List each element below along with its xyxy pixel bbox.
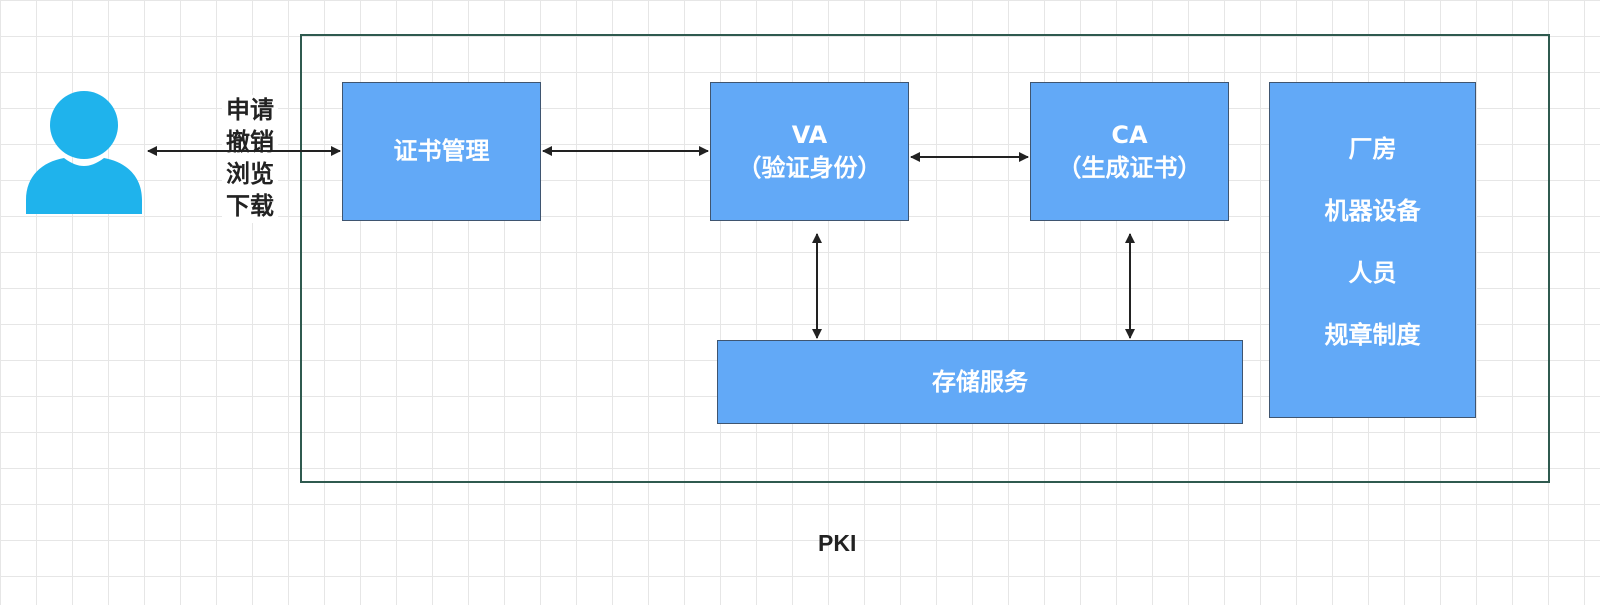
- storage-service-label: 存储服务: [932, 367, 1028, 396]
- action-download-label: 下载: [226, 191, 274, 220]
- action-browse-label: 浏览: [226, 159, 274, 188]
- va-title: VA: [791, 121, 828, 150]
- infrastructure-item: 机器设备: [1324, 197, 1421, 225]
- ca-title: CA: [1111, 121, 1148, 150]
- infrastructure-item: 人员: [1348, 259, 1397, 287]
- ca-box: CA （生成证书）: [1030, 82, 1229, 221]
- action-apply-label: 申请: [226, 96, 274, 124]
- infrastructure-item: 规章制度: [1324, 321, 1421, 349]
- user-icon: [26, 91, 142, 214]
- cert-management-box: 证书管理: [342, 82, 541, 221]
- pki-system-boundary: [300, 34, 1550, 483]
- va-subtitle: （验证身份）: [737, 153, 882, 182]
- va-box: VA （验证身份）: [710, 82, 909, 221]
- cert-management-label: 证书管理: [393, 137, 490, 166]
- pki-label: PKI: [818, 530, 857, 556]
- storage-service-box: 存储服务: [717, 340, 1243, 424]
- infrastructure-item: 厂房: [1348, 135, 1397, 163]
- ca-subtitle: （生成证书）: [1057, 153, 1202, 182]
- infrastructure-box: 厂房 机器设备 人员 规章制度: [1269, 82, 1476, 418]
